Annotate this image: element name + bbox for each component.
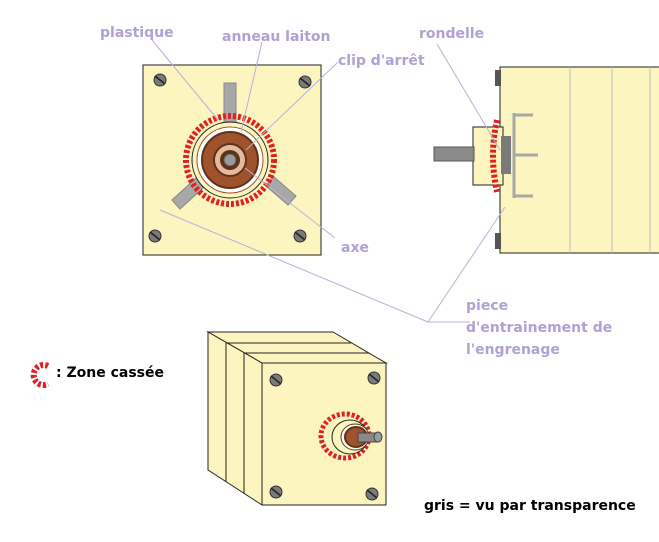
screw-head-icon	[365, 487, 379, 501]
label-clip-arret: clip d'arrêt	[338, 53, 425, 69]
label-anneau-laiton: anneau laiton	[222, 29, 331, 45]
side-view	[433, 66, 659, 254]
label-piece-line3: l'engrenage	[466, 342, 560, 358]
screw-head-icon	[269, 373, 283, 387]
leader-lines	[151, 39, 506, 323]
iso-left	[207, 331, 263, 506]
label-axe: axe	[341, 240, 369, 256]
label-piece-line2: d'entrainement de	[466, 320, 612, 336]
side-screw	[495, 233, 501, 249]
side-washer	[501, 136, 511, 174]
note-gris-transparence: gris = vu par transparence	[424, 498, 636, 514]
screw-head-icon	[293, 229, 307, 243]
axle-end	[223, 153, 237, 167]
side-axle	[433, 146, 475, 162]
screw-head-icon	[148, 229, 162, 243]
side-hub	[472, 126, 504, 186]
legend-zone-cassee: : Zone cassée	[56, 365, 164, 381]
iso-view	[206, 331, 388, 506]
screw-head-icon	[269, 485, 283, 499]
broken-zone-legend-icon	[30, 362, 50, 388]
broken-plastic-ring	[183, 113, 277, 207]
screw-head-icon	[298, 75, 312, 89]
side-drive-piece	[512, 113, 538, 198]
side-screw	[495, 70, 501, 86]
label-piece-line1: piece	[466, 298, 508, 314]
label-plastique: plastique	[100, 25, 174, 41]
label-rondelle: rondelle	[419, 26, 484, 42]
screw-head-icon	[153, 73, 167, 87]
side-body	[499, 66, 659, 254]
screw-head-icon	[367, 371, 381, 385]
front-view	[142, 64, 322, 256]
drive-piece-arms	[171, 82, 297, 210]
